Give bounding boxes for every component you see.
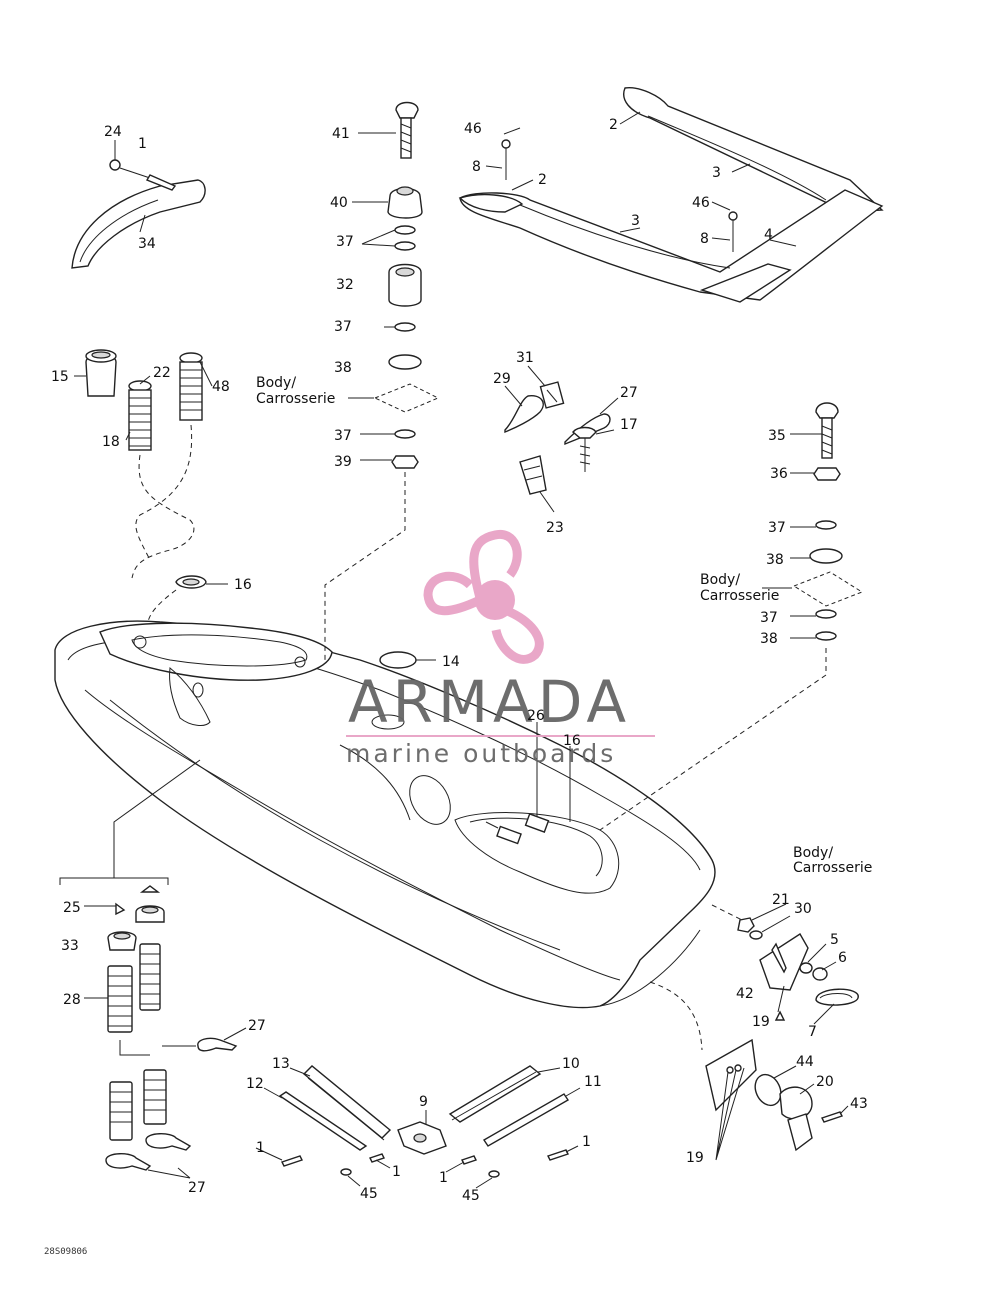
rear-grab-handle [71,159,206,269]
leader-lines [74,111,849,1189]
callout-44: 44 [796,1054,814,1070]
propeller-logo [423,529,544,664]
right-mount-stack [599,402,864,831]
body-label-3-line1: Body/ [793,845,833,861]
callout-21: 21 [772,892,790,908]
callout-1: 1 [256,1140,265,1156]
callout-15: 15 [51,369,69,385]
left-tube-assembly [59,759,238,1171]
callout-8: 8 [472,159,481,175]
callout-34: 34 [138,236,156,252]
deck-panel-upper [458,87,884,303]
callout-27: 27 [188,1180,206,1196]
callout-10: 10 [562,1056,580,1072]
callout-3: 3 [631,213,640,229]
body-label-1-line2: Carrosserie [256,391,335,407]
callout-19: 19 [752,1014,770,1030]
callout-46: 46 [692,195,710,211]
callout-17: 17 [620,417,638,433]
watermark-tagline: marine outboards [346,739,616,768]
callout-37: 37 [768,520,786,536]
callout-4: 4 [764,227,773,243]
callout-1: 1 [392,1164,401,1180]
callout-46: 46 [464,121,482,137]
callout-42: 42 [736,986,754,1002]
callout-39: 39 [334,454,352,470]
steering-mount-stack [324,101,440,660]
callout-48: 48 [212,379,230,395]
callout-1: 1 [138,136,147,152]
callout-32: 32 [336,277,354,293]
callout-8: 8 [700,231,709,247]
callout-7: 7 [808,1024,817,1040]
callout-16: 16 [563,733,581,749]
drawing-code: 28S09806 [44,1247,87,1257]
callout-29: 29 [493,371,511,387]
callout-5: 5 [830,932,839,948]
callout-26: 26 [527,708,545,724]
callout-38: 38 [760,631,778,647]
callout-43: 43 [850,1096,868,1112]
callout-20: 20 [816,1074,834,1090]
callout-38: 38 [334,360,352,376]
callout-33: 33 [61,938,79,954]
callout-36: 36 [770,466,788,482]
body-shell [54,620,716,1009]
callout-37: 37 [334,319,352,335]
callout-13: 13 [272,1056,290,1072]
body-labels: Body/ Carrosserie Body/ Carrosserie Body… [256,375,872,876]
callout-27: 27 [620,385,638,401]
callout-41: 41 [332,126,350,142]
callout-27: 27 [248,1018,266,1034]
callout-24: 24 [104,124,122,140]
callout-37: 37 [336,234,354,250]
callout-12: 12 [246,1076,264,1092]
callout-18: 18 [102,434,120,450]
callout-45: 45 [360,1186,378,1202]
callout-2: 2 [609,117,618,133]
callout-numbers: 24 1 34 41 40 37 32 37 38 37 39 46 8 2 2… [51,117,868,1204]
callout-30: 30 [794,901,812,917]
callout-40: 40 [330,195,348,211]
callout-22: 22 [153,365,171,381]
callout-1: 1 [582,1134,591,1150]
callout-35: 35 [768,428,786,444]
rail-assembly [278,1065,569,1178]
callout-19: 19 [686,1150,704,1166]
callout-16: 16 [234,577,252,593]
callout-2: 2 [538,172,547,188]
stern-hardware [649,904,859,1161]
callout-11: 11 [584,1074,602,1090]
callout-28: 28 [63,992,81,1008]
callout-14: 14 [442,654,460,670]
callout-3: 3 [712,165,721,181]
body-label-3-line2: Carrosserie [793,860,872,876]
vent-tube-group [85,349,207,623]
clip-hardware [504,381,611,495]
callout-25: 25 [63,900,81,916]
callout-6: 6 [838,950,847,966]
body-label-1-line1: Body/ [256,375,296,391]
watermark-brand: ARMADA [348,668,631,736]
callout-31: 31 [516,350,534,366]
callout-45: 45 [462,1188,480,1204]
callout-37: 37 [760,610,778,626]
body-label-2-line2: Carrosserie [700,588,779,604]
callout-1: 1 [439,1170,448,1186]
callout-37: 37 [334,428,352,444]
callout-23: 23 [546,520,564,536]
brand-watermark: ARMADA marine outboards [346,529,655,768]
body-label-2-line1: Body/ [700,572,740,588]
callout-9: 9 [419,1094,428,1110]
callout-38: 38 [766,552,784,568]
